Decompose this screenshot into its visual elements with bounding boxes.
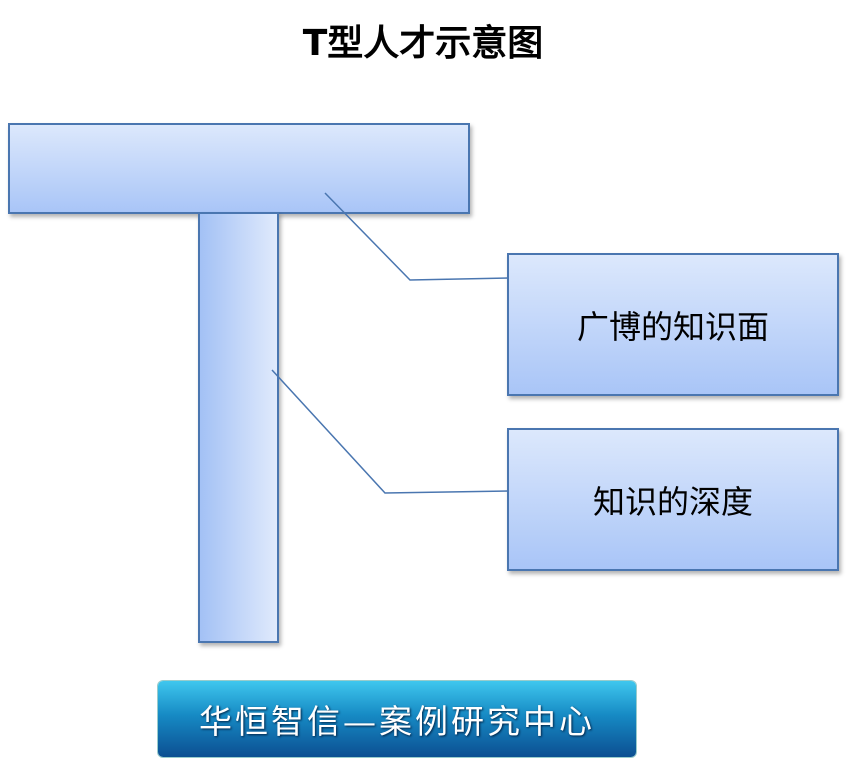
diagram-title: T型人才示意图	[302, 23, 544, 64]
connector-depth	[271, 369, 511, 494]
t-stem	[198, 212, 279, 643]
label-breadth: 广博的知识面	[507, 253, 839, 396]
label-depth: 知识的深度	[507, 428, 839, 571]
connector-breadth	[324, 192, 511, 281]
footer-banner: 华恒智信—案例研究中心	[158, 681, 636, 757]
t-crossbar	[8, 123, 470, 214]
